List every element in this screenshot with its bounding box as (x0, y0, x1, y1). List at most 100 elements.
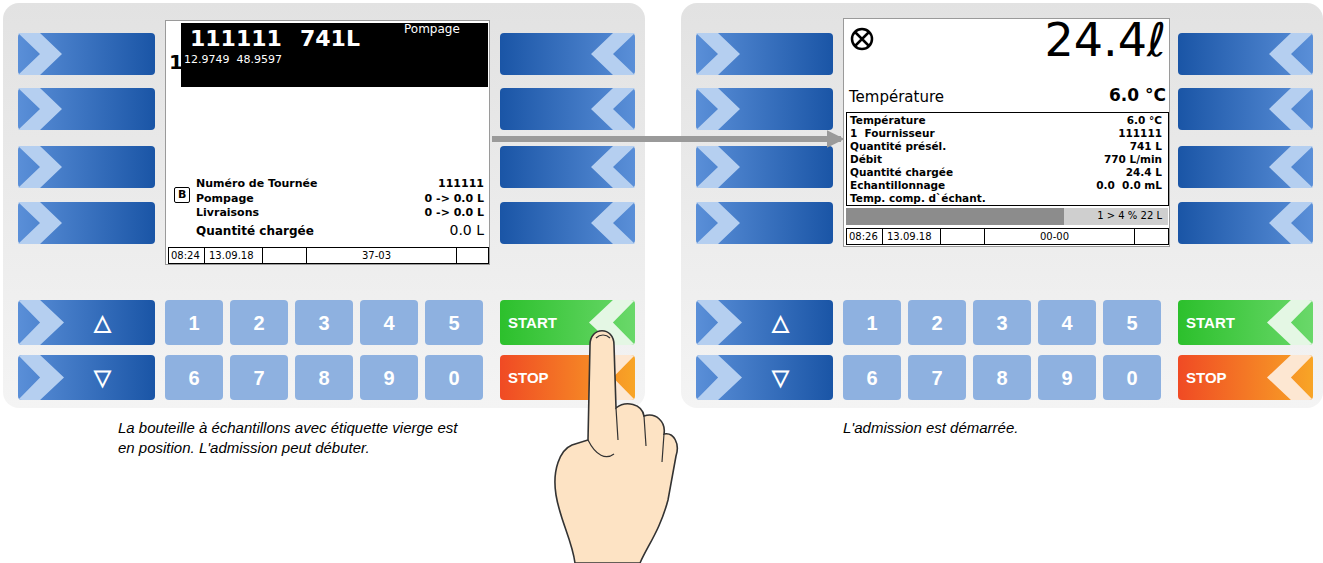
soft-key (500, 146, 635, 188)
screen-text: 13.09.18 (209, 250, 254, 261)
soft-key-chevron (1269, 33, 1313, 75)
digit-key: 1 (843, 300, 901, 345)
screen-text: 13.09.18 (887, 231, 932, 242)
digit-key: 5 (1103, 300, 1161, 345)
start-key: START (500, 300, 635, 345)
key-chevron (18, 300, 64, 345)
soft-key (18, 88, 155, 130)
digit-key: 0 (425, 355, 483, 400)
panel-background (681, 3, 1323, 408)
soft-key (500, 33, 635, 75)
key-label: 9 (383, 368, 394, 388)
screen-text: 08:24 (171, 250, 200, 261)
soft-key (1178, 33, 1313, 75)
screen-text: 12.9749 48.9597 (184, 54, 282, 66)
arrow-key: ▽ (696, 355, 833, 400)
soft-key-chevron (696, 146, 740, 188)
soft-key (696, 146, 833, 188)
screen-text: Quantité chargée (850, 167, 953, 179)
key-label: 7 (931, 368, 942, 388)
soft-key (18, 146, 155, 188)
digit-key: 1 (165, 300, 223, 345)
digit-key: 5 (425, 300, 483, 345)
screen-text: 741L (300, 27, 360, 51)
digit-key: 7 (230, 355, 288, 400)
soft-key (18, 33, 155, 75)
figure-caption: L'admission est démarrée. (843, 418, 1283, 438)
key-chevron (18, 355, 64, 400)
soft-key-chevron (591, 202, 635, 244)
key-label: 8 (318, 368, 329, 388)
screen-text: 1 > 4 % 22 L (1097, 210, 1162, 221)
status-separator (940, 228, 941, 245)
stop-key: STOP (1178, 355, 1313, 400)
screen-text: Echantillonnage (850, 180, 945, 192)
soft-key (1178, 146, 1313, 188)
key-label: 1 (866, 313, 877, 333)
soft-key-chevron (18, 202, 62, 244)
key-label: 1 (188, 313, 199, 333)
screen-text: Pompage (404, 23, 460, 36)
key-label: STOP (1186, 370, 1227, 385)
digit-key: 8 (295, 355, 353, 400)
key-chevron (696, 300, 742, 345)
figure-caption: La bouteille à échantillons avec étiquet… (118, 418, 478, 459)
screen-text: Livraisons (196, 207, 259, 219)
icon-cross (855, 32, 869, 46)
screen-text: 111111 (1118, 128, 1162, 140)
soft-key-chevron (18, 88, 62, 130)
screen-text: 24.4 L (1126, 167, 1162, 179)
status-separator (984, 228, 985, 245)
soft-key-chevron (696, 88, 740, 130)
key-label: ▽ (772, 367, 789, 389)
screen-text: B (174, 187, 190, 203)
soft-key (696, 202, 833, 244)
status-separator (456, 247, 457, 264)
screen-text: Temp. comp. d`échant. (850, 193, 986, 205)
digit-key: 4 (360, 300, 418, 345)
soft-key-chevron (18, 33, 62, 75)
screen-text: 37-03 (362, 250, 391, 261)
soft-key (500, 202, 635, 244)
soft-key (1178, 88, 1313, 130)
digit-key: 2 (908, 300, 966, 345)
screen-text: 08:26 (849, 231, 878, 242)
soft-key (696, 88, 833, 130)
key-label: △ (94, 312, 111, 334)
soft-key-chevron (1269, 88, 1313, 130)
screen-text: Quantité chargée (196, 225, 314, 238)
screen-text: Température (850, 115, 926, 127)
soft-key-chevron (1269, 202, 1313, 244)
screen-text: 0 -> 0.0 L (425, 207, 484, 219)
soft-key-chevron (696, 33, 740, 75)
digit-key: 7 (908, 355, 966, 400)
panel-background (3, 3, 645, 408)
soft-key (500, 88, 635, 130)
arrow-key: ▽ (18, 355, 155, 400)
status-separator (1134, 228, 1135, 245)
display-screen: 24.4ℓTempérature6.0 °CTempérature6.0 °C1… (843, 18, 1170, 247)
screen-text: Quantité présél. (850, 141, 946, 153)
soft-key (1178, 202, 1313, 244)
key-chevron (1267, 300, 1313, 345)
digit-key: 9 (360, 355, 418, 400)
key-label: START (508, 315, 557, 330)
digit-key: 3 (295, 300, 353, 345)
progress-bar (846, 208, 1064, 225)
screen-text: Pompage (196, 193, 254, 205)
screen-text: 770 L/min (1104, 154, 1162, 166)
soft-key-chevron (696, 202, 740, 244)
screen-text: 0.0 0.0 mL (1096, 180, 1162, 192)
screen-text: Débit (850, 154, 882, 166)
key-label: 4 (383, 313, 394, 333)
key-label: 6 (866, 368, 877, 388)
key-label: 8 (996, 368, 1007, 388)
digit-key: 4 (1038, 300, 1096, 345)
digit-key: 3 (973, 300, 1031, 345)
hand-creases (588, 335, 664, 462)
icon-circle (852, 29, 872, 49)
key-label: 0 (1126, 368, 1137, 388)
transition-arrow (492, 136, 841, 142)
digit-key: 9 (1038, 355, 1096, 400)
